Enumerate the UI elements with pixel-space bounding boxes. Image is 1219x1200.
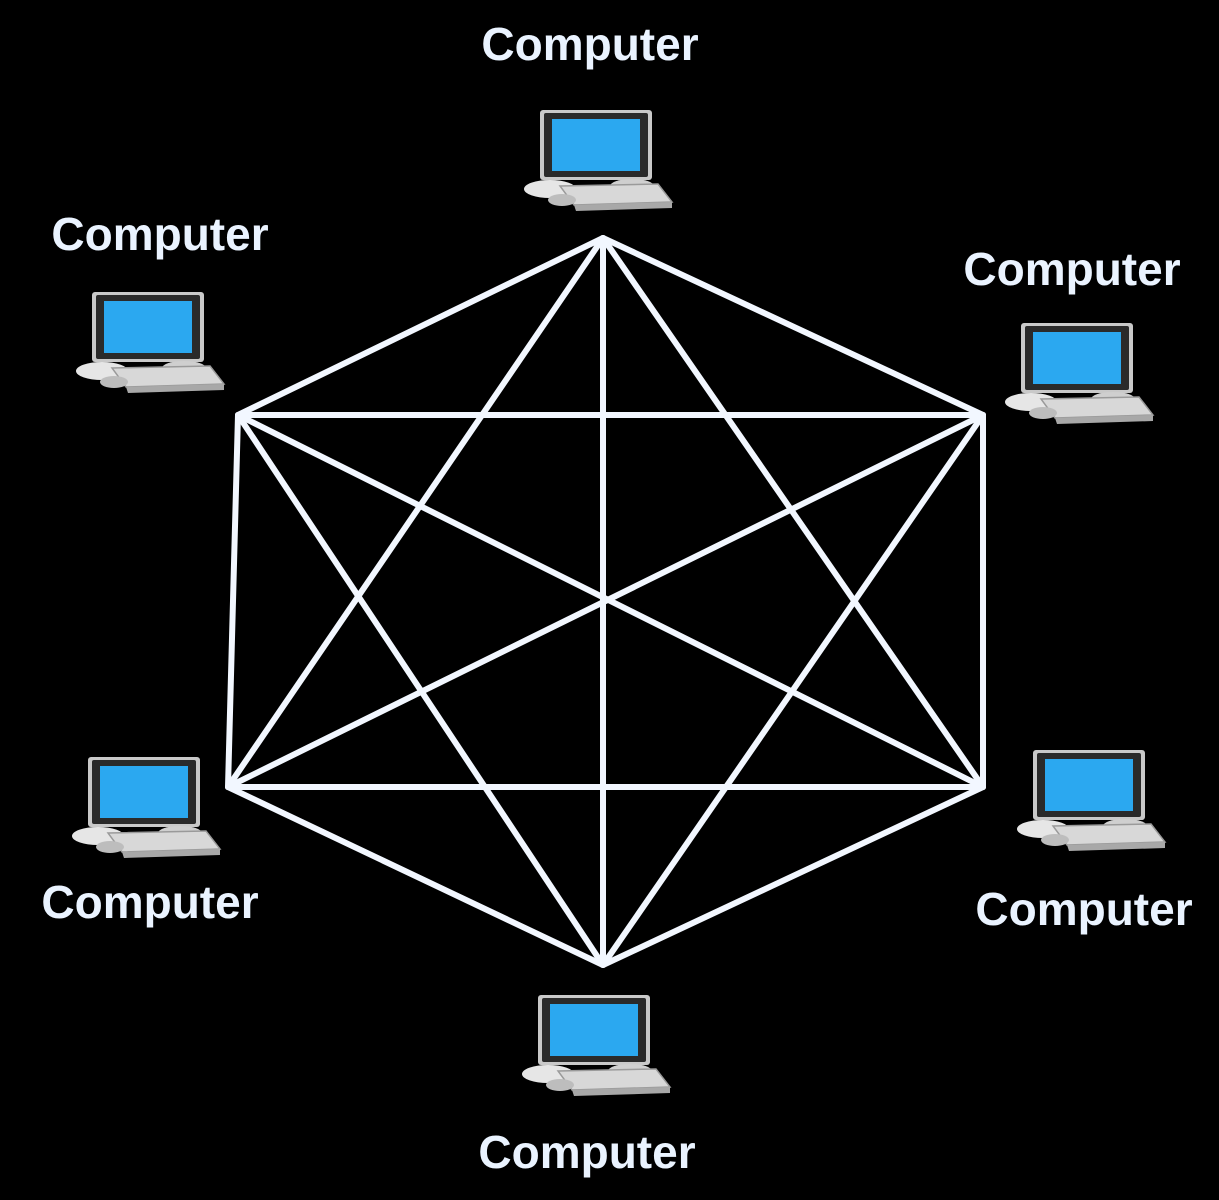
link-top-to-lower-left (225, 235, 606, 790)
computer-node-lower-right: Computer (975, 750, 1193, 935)
laptop-computer-icon (524, 110, 674, 211)
monitor-screen (100, 766, 188, 818)
computer-node-upper-left: Computer (51, 208, 269, 393)
laptop-computer-icon (76, 292, 226, 393)
computer-base (522, 1065, 574, 1083)
laptop-computer-icon (522, 995, 672, 1096)
link-top-to-lower-right (600, 235, 986, 790)
computer-label: Computer (975, 883, 1192, 935)
computer-foot (1041, 834, 1069, 846)
monitor-screen (104, 301, 192, 353)
computer-node-top: Computer (481, 18, 699, 211)
computer-label: Computer (963, 243, 1180, 295)
computer-node-bottom: Computer (478, 995, 696, 1178)
monitor-screen (1045, 759, 1133, 811)
keyboard (556, 1068, 672, 1091)
computer-foot (96, 841, 124, 853)
link-lower-right-to-bottom (600, 784, 986, 968)
keyboard (1039, 396, 1155, 419)
keyboard-edge (122, 849, 220, 858)
keyboard (1051, 823, 1167, 846)
keyboard-edge (1055, 415, 1153, 424)
computer-label: Computer (51, 208, 268, 260)
link-bottom-to-lower-left (225, 784, 606, 968)
keyboard (106, 830, 222, 853)
computer-base (1017, 820, 1069, 838)
monitor-screen (550, 1004, 638, 1056)
computer-node-upper-right: Computer (963, 243, 1181, 424)
computer-base (524, 180, 576, 198)
keyboard-edge (1067, 842, 1165, 851)
computer-label: Computer (481, 18, 698, 70)
link-top-to-upper-right (600, 235, 986, 418)
computer-label: Computer (478, 1126, 695, 1178)
computer-label: Computer (41, 876, 258, 928)
keyboard (558, 183, 674, 206)
monitor-screen (1033, 332, 1121, 384)
keyboard-edge (574, 202, 672, 211)
laptop-computer-icon (1005, 323, 1155, 424)
computer-node-lower-left: Computer (41, 757, 259, 928)
link-lower-left-to-upper-left (225, 412, 241, 790)
computer-foot (1029, 407, 1057, 419)
link-bottom-to-upper-left (235, 412, 606, 968)
monitor-screen (552, 119, 640, 171)
link-lower-right-to-upper-left (235, 412, 986, 790)
link-top-to-upper-left (235, 235, 606, 418)
computer-foot (548, 194, 576, 206)
laptop-computer-icon (1017, 750, 1167, 851)
computer-base (76, 362, 128, 380)
computer-foot (100, 376, 128, 388)
network-links (225, 235, 986, 968)
network-nodes: ComputerComputerComputerComputerComputer… (41, 18, 1192, 1178)
computer-base (72, 827, 124, 845)
keyboard (110, 365, 226, 388)
keyboard-edge (572, 1087, 670, 1096)
laptop-computer-icon (72, 757, 222, 858)
keyboard-edge (126, 384, 224, 393)
computer-base (1005, 393, 1057, 411)
computer-foot (546, 1079, 574, 1091)
